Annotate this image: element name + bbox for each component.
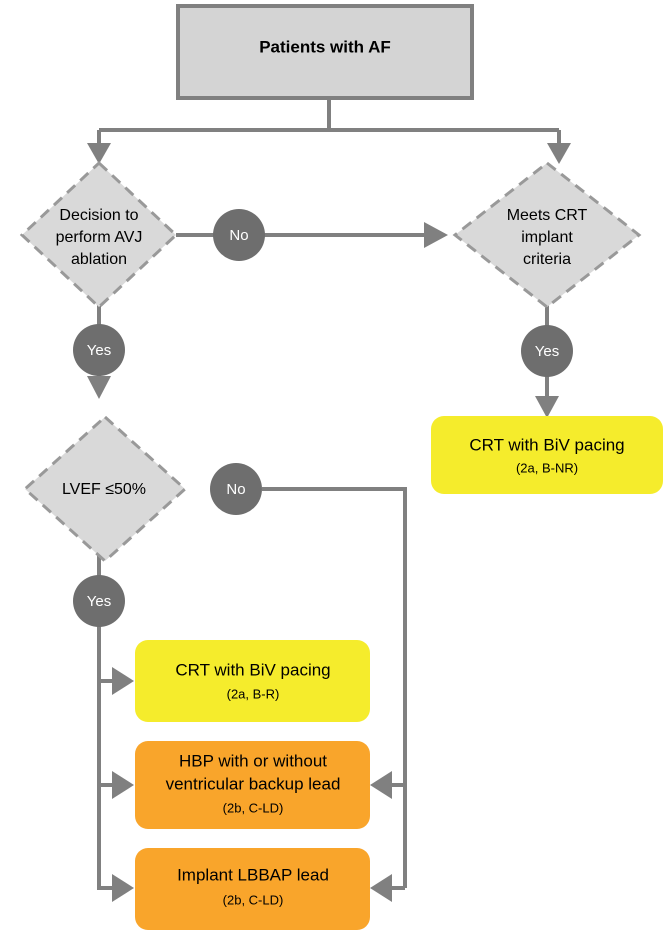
decision-lvef-label: LVEF ≤50% — [62, 481, 146, 498]
outcome-lbbap-sub: (2b, C-LD) — [223, 892, 284, 907]
arrowhead-to-crt-criteria — [547, 143, 571, 164]
decision-avj-diamond — [19, 160, 179, 310]
node-outcome-hbp-backup[interactable]: HBP with or without ventricular backup l… — [135, 741, 370, 829]
node-outcome-lbbap[interactable]: Implant LBBAP lead (2b, C-LD) — [135, 848, 370, 930]
patients-with-af-label: Patients with AF — [259, 37, 391, 56]
arrowhead-rail-to-crt-br — [112, 667, 134, 695]
decision-avj-label-line2: perform AVJ — [56, 229, 143, 246]
outcome-hbp-backup-sub: (2b, C-LD) — [223, 800, 284, 815]
connector-lvef-yes-rail — [97, 555, 112, 890]
node-decision-avj-ablation[interactable]: Decision to perform AVJ ablation — [19, 160, 179, 310]
badge-yes-avj-label: Yes — [87, 342, 111, 359]
node-decision-lvef[interactable]: LVEF ≤50% — [22, 414, 188, 564]
outcome-crt-biv-bnr-main: CRT with BiV pacing — [469, 435, 624, 454]
decision-avj-label-line1: Decision to — [59, 207, 138, 224]
arrowhead-rail-to-lbbap — [370, 874, 392, 902]
outcome-crt-biv-bnr-sub: (2a, B-NR) — [516, 460, 578, 475]
arrowhead-yes-to-lvef — [87, 376, 111, 399]
decision-avj-label-line3: ablation — [71, 251, 127, 268]
node-outcome-crt-biv-bnr[interactable]: CRT with BiV pacing (2a, B-NR) — [431, 416, 663, 494]
decision-crt-criteria-label-line2: implant — [521, 229, 573, 246]
decision-crt-criteria-label-line1: Meets CRT — [507, 207, 588, 224]
badge-yes-lvef-label: Yes — [87, 593, 111, 610]
outcome-crt-biv-br-sub: (2a, B-R) — [227, 686, 280, 701]
badge-yes-lvef-circle — [73, 575, 125, 627]
badge-no-avj-label: No — [229, 227, 248, 244]
badge-yes-crt-criteria: Yes — [521, 325, 573, 377]
outcome-crt-biv-bnr-box — [431, 416, 663, 494]
outcome-lbbap-box — [135, 848, 370, 930]
connector-lvef-no-rail — [262, 487, 407, 888]
badge-no-avj-circle — [213, 209, 265, 261]
decision-lvef-diamond — [22, 414, 188, 564]
badge-no-lvef-label: No — [226, 481, 245, 498]
badge-no-avj: No — [213, 209, 265, 261]
badge-no-lvef: No — [210, 463, 262, 515]
badge-yes-lvef: Yes — [73, 575, 125, 627]
node-patients-with-af[interactable]: Patients with AF — [176, 4, 474, 100]
arrowhead-left-rail-to-lbbap — [112, 874, 134, 902]
outcome-crt-biv-br-main: CRT with BiV pacing — [175, 660, 330, 679]
outcome-crt-biv-br-box — [135, 640, 370, 722]
arrowhead-to-avj — [87, 143, 111, 164]
badge-yes-crt-criteria-circle — [521, 325, 573, 377]
badge-yes-crt-criteria-label: Yes — [535, 343, 559, 360]
outcome-lbbap-main: Implant LBBAP lead — [177, 865, 329, 884]
outcome-hbp-backup-main-line2: ventricular backup lead — [166, 774, 341, 793]
arrowhead-no-to-crt-criteria — [424, 222, 448, 248]
node-decision-crt-criteria[interactable]: Meets CRT implant criteria — [452, 161, 642, 309]
badge-yes-avj: Yes — [73, 324, 125, 376]
outcome-hbp-backup-box — [135, 741, 370, 829]
arrowhead-yes-to-crt-bnr — [535, 396, 559, 418]
badge-no-lvef-circle — [210, 463, 262, 515]
connector-layer — [87, 98, 571, 902]
arrowhead-left-rail-to-hbp — [112, 771, 134, 799]
patients-with-af-box — [176, 4, 474, 100]
arrowhead-rail-to-hbp — [370, 771, 392, 799]
node-outcome-crt-biv-br[interactable]: CRT with BiV pacing (2a, B-R) — [135, 640, 370, 722]
connector-root-stem — [97, 98, 561, 145]
decision-crt-criteria-label-line3: criteria — [523, 251, 571, 268]
outcome-hbp-backup-main-line1: HBP with or without — [179, 751, 327, 770]
badge-yes-avj-circle — [73, 324, 125, 376]
decision-crt-criteria-diamond — [452, 161, 642, 309]
